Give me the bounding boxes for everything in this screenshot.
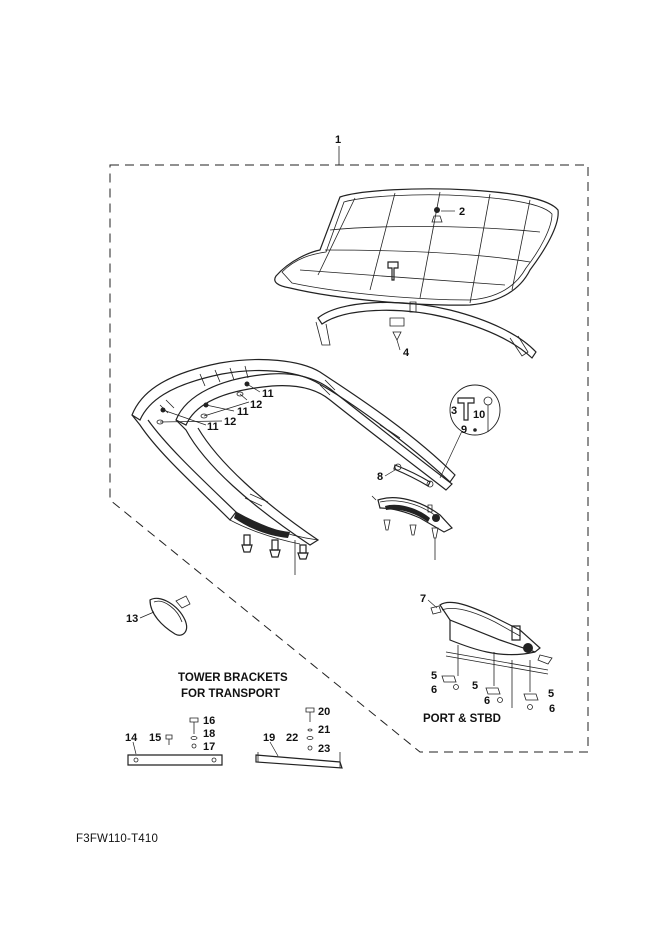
bimini-top-frame [274, 188, 559, 306]
callout-12a: 12 [250, 399, 262, 411]
assembly-boundary [109, 146, 589, 753]
callout-20: 20 [318, 706, 330, 718]
callout-5a: 5 [431, 670, 437, 682]
callout-23: 23 [318, 743, 330, 755]
callout-12b: 12 [224, 416, 236, 428]
tower-bracket-rod [255, 707, 343, 769]
callout-1: 1 [335, 134, 341, 146]
captions: TOWER BRACKETS FOR TRANSPORT PORT & STBD [178, 672, 501, 725]
callout-19: 19 [263, 732, 275, 744]
callout-16: 16 [203, 715, 215, 727]
rear-cross-member [315, 301, 537, 359]
callout-5b: 5 [472, 680, 478, 692]
rear-view-mirror [139, 595, 191, 636]
callout-11c: 11 [207, 421, 219, 433]
caption-port-stbd: PORT & STBD [423, 713, 501, 725]
callout-21: 21 [318, 724, 330, 736]
tower-main-frame [131, 358, 456, 575]
drawing-code: F3FW110-T410 [76, 833, 159, 845]
callouts: 1 2 3 4 5 5 5 6 6 6 7 8 9 10 11 11 11 12… [125, 134, 555, 755]
callout-6b: 6 [484, 695, 490, 707]
callout-17: 17 [203, 741, 215, 753]
caption-tower-brackets-line1: TOWER BRACKETS [178, 672, 288, 684]
callout-8: 8 [377, 471, 383, 483]
callout-4: 4 [403, 347, 410, 359]
callout-6a: 6 [431, 684, 437, 696]
callout-5c: 5 [548, 688, 554, 700]
callout-11a: 11 [262, 388, 274, 400]
tower-bracket-strap [127, 717, 223, 766]
strut-and-upper-mount [371, 463, 453, 560]
pivot-detail-circle [439, 384, 501, 479]
callout-18: 18 [203, 728, 215, 740]
port-stbd-mount [427, 599, 553, 710]
callout-15: 15 [149, 732, 161, 744]
callout-14: 14 [125, 732, 138, 744]
callout-9: 9 [461, 424, 467, 436]
callout-11b: 11 [237, 406, 249, 418]
callout-7: 7 [420, 593, 426, 605]
callout-6c: 6 [549, 703, 555, 715]
callout-2: 2 [459, 206, 465, 218]
callout-22: 22 [286, 732, 298, 744]
callout-3: 3 [451, 405, 457, 417]
callout-10: 10 [473, 409, 485, 421]
caption-tower-brackets-line2: FOR TRANSPORT [181, 688, 280, 700]
callout-13: 13 [126, 613, 138, 625]
